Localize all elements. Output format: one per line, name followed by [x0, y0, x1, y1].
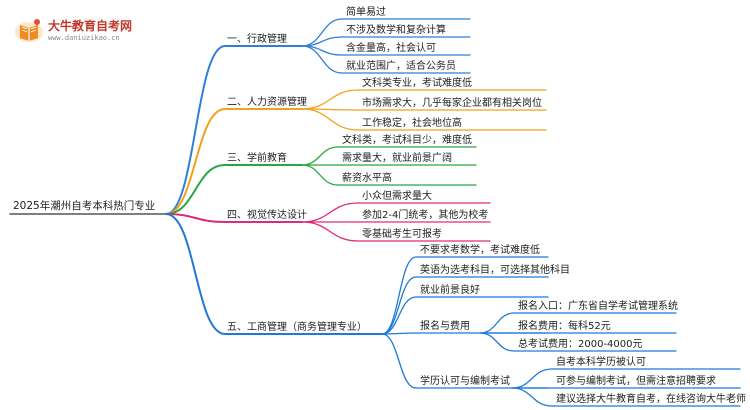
- branch-3-label: 三、学前教育: [227, 153, 287, 164]
- logo-title: 大牛教育自考网: [48, 19, 133, 33]
- branch-5-item-2: 英语为选考科目，可选择其他科目: [420, 265, 570, 276]
- link-b5-5: [381, 333, 417, 389]
- branch-1-item-2: 不涉及数学和复杂计算: [346, 25, 446, 36]
- branch-4-item-3: 零基础考生可报考: [362, 229, 442, 240]
- cert-item-3: 建议选择大牛教育自考，在线咨询大牛老师: [556, 394, 746, 405]
- fee-item-2: 报名费用：每科52元: [518, 321, 611, 332]
- link-b4-1: [301, 202, 359, 223]
- root-to-branch-4: [165, 213, 226, 223]
- branch-5-label: 五、工商管理（商务管理专业）: [227, 322, 367, 333]
- branch-3-item-3: 薪资水平高: [342, 173, 392, 184]
- branch-1-item-3: 含金量高，社会认可: [346, 43, 436, 54]
- link-b2-3: [301, 108, 359, 131]
- branch-5-item-5: 学历认可与编制考试: [420, 376, 510, 387]
- link-cert-1: [511, 368, 553, 389]
- branch-2-item-2: 市场需求大，几乎每家企业都有相关岗位: [362, 98, 542, 109]
- cert-item-2: 可参与编制考试，但需注意招聘要求: [556, 376, 716, 387]
- root-topic: 2025年潮州自考本科热门专业: [13, 200, 156, 212]
- root-to-branch-1: [165, 45, 226, 215]
- logo-url: www.daniuzikao.cn: [48, 34, 120, 42]
- branch-2-item-1: 文科类专业，考试难度低: [362, 78, 472, 89]
- link-fee-1: [479, 312, 515, 334]
- cert-item-1: 自考本科学历被认可: [556, 357, 646, 368]
- branch-5-item-3: 就业前景良好: [420, 285, 480, 296]
- fee-item-3: 总考试费用：2000-4000元: [518, 339, 643, 350]
- branch-2-item-3: 工作稳定，社会地位高: [362, 118, 462, 129]
- root-to-branch-3: [165, 164, 226, 215]
- branch-4-item-2: 参加2-4门统考，其他为校考: [362, 210, 489, 221]
- link-cert-3: [511, 387, 553, 407]
- logo: 大牛教育自考网 www.daniuzikao.cn: [14, 14, 164, 48]
- branch-4-label: 四、视觉传达设计: [227, 210, 307, 221]
- branch-5-item-4: 报名与费用: [420, 321, 470, 332]
- fee-item-1: 报名入口：广东省自学考试管理系统: [518, 301, 678, 312]
- root-to-branch-5: [165, 213, 226, 335]
- link-b5-4: [381, 332, 417, 335]
- link-b1-4: [301, 45, 343, 74]
- root-to-branch-2: [165, 108, 226, 215]
- book-logo-icon: [15, 19, 43, 42]
- link-b5-1: [381, 256, 417, 335]
- branch-1-item-1: 简单易过: [346, 7, 386, 18]
- link-b5-3: [381, 296, 417, 335]
- branch-3-item-2: 需求量大，就业前景广阔: [342, 153, 452, 164]
- link-b3-3: [301, 164, 339, 186]
- branch-1-label: 一、行政管理: [227, 34, 287, 45]
- branch-2-label: 二、人力资源管理: [227, 97, 307, 108]
- branch-3-item-1: 文科类，考试科目少，难度低: [342, 135, 472, 146]
- branch-1-item-4: 就业范围广，适合公务员: [346, 61, 456, 72]
- branch-4-item-1: 小众但需求量大: [362, 191, 432, 202]
- link-b5-2: [381, 276, 417, 335]
- link-fee-3: [479, 332, 515, 352]
- link-b4-3: [301, 221, 359, 242]
- link-b2-1: [301, 89, 359, 110]
- link-b3-1: [301, 146, 339, 166]
- branch-5-item-1: 不要求考数学，考试难度低: [420, 245, 540, 256]
